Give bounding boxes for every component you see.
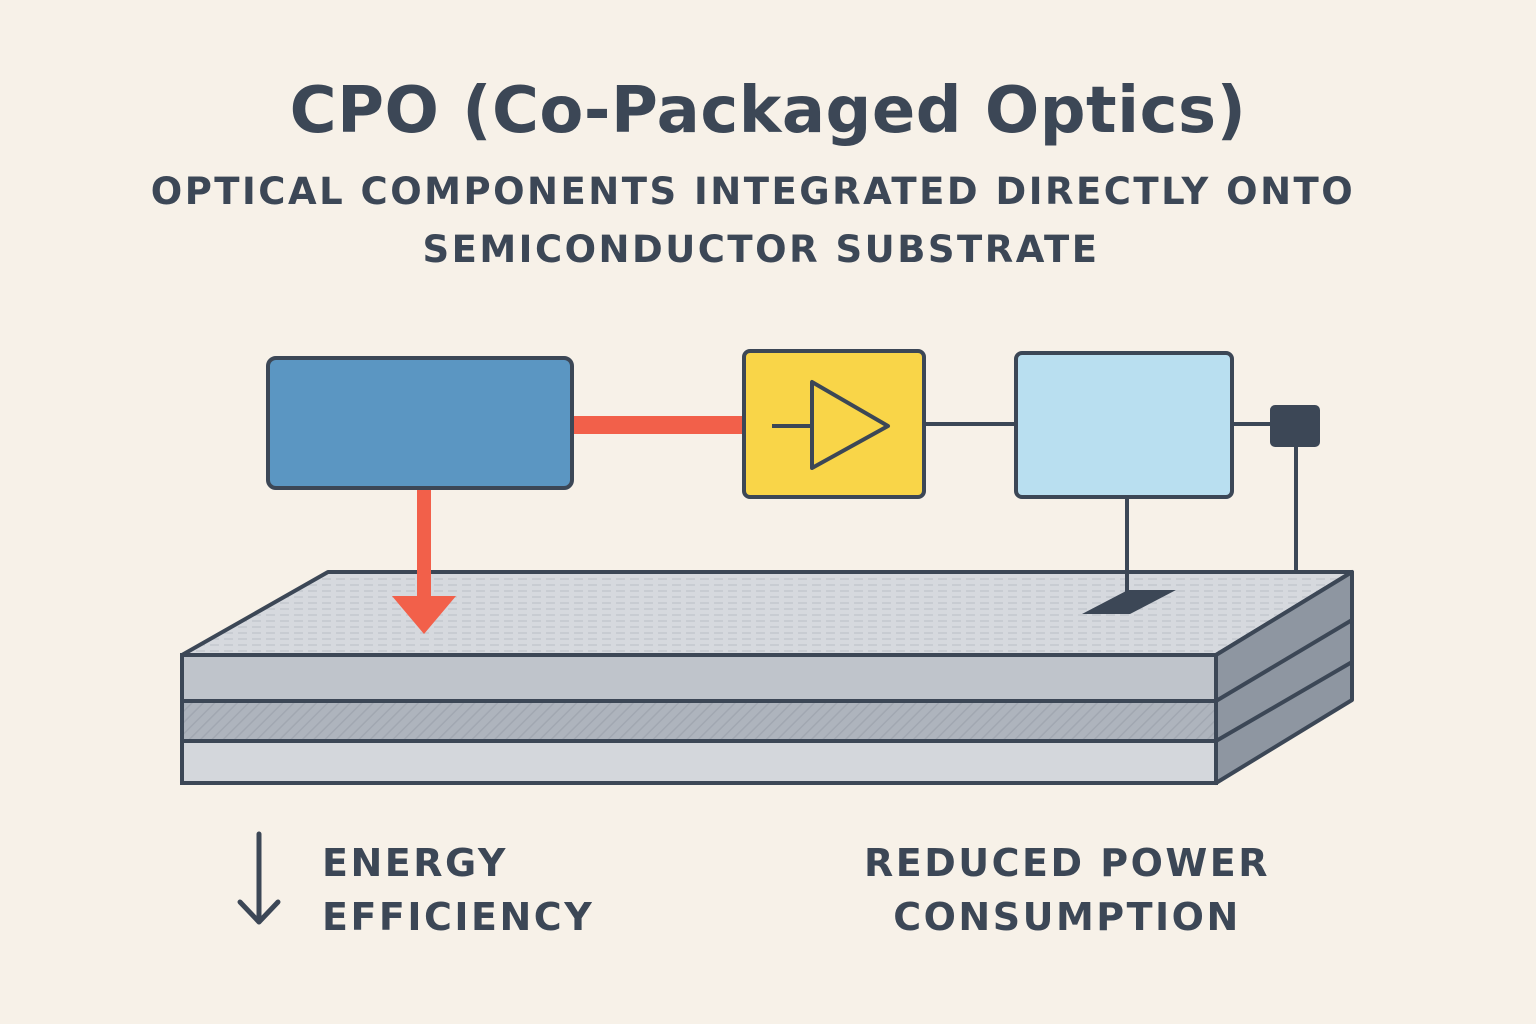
substrate-layer-bottom [180, 739, 1218, 785]
subtitle-line-1: OPTICAL COMPONENTS INTEGRATED DIRECTLY O… [150, 170, 1356, 213]
mounting-pad [1082, 590, 1176, 614]
substrate-top-face [180, 570, 1354, 657]
energy-efficiency-line-2: EFFICIENCY [322, 895, 595, 939]
reduced-power-caption: REDUCED POWER CONSUMPTION [862, 836, 1272, 944]
reduced-power-line-2: CONSUMPTION [893, 895, 1241, 939]
semiconductor-substrate [180, 570, 1354, 785]
connector-pad-icon [1270, 405, 1320, 447]
down-arrow-icon [237, 831, 281, 925]
amplifier-block [742, 349, 926, 499]
substrate-layer-middle [180, 699, 1218, 743]
optical-link-horizontal [572, 416, 744, 434]
optical-link-down-arrow [392, 488, 456, 634]
laser-block [266, 356, 574, 490]
amplifier-triangle-icon [772, 380, 890, 470]
subtitle-line-2: SEMICONDUCTOR SUBSTRATE [422, 228, 1100, 271]
energy-efficiency-line-1: ENERGY [322, 841, 508, 885]
receiver-block [1014, 351, 1234, 499]
reduced-power-line-1: REDUCED POWER [863, 841, 1271, 885]
energy-efficiency-caption: ENERGY EFFICIENCY [322, 836, 594, 944]
substrate-layer-top [180, 653, 1218, 703]
page-title: CPO (Co-Packaged Optics) [289, 74, 1247, 148]
